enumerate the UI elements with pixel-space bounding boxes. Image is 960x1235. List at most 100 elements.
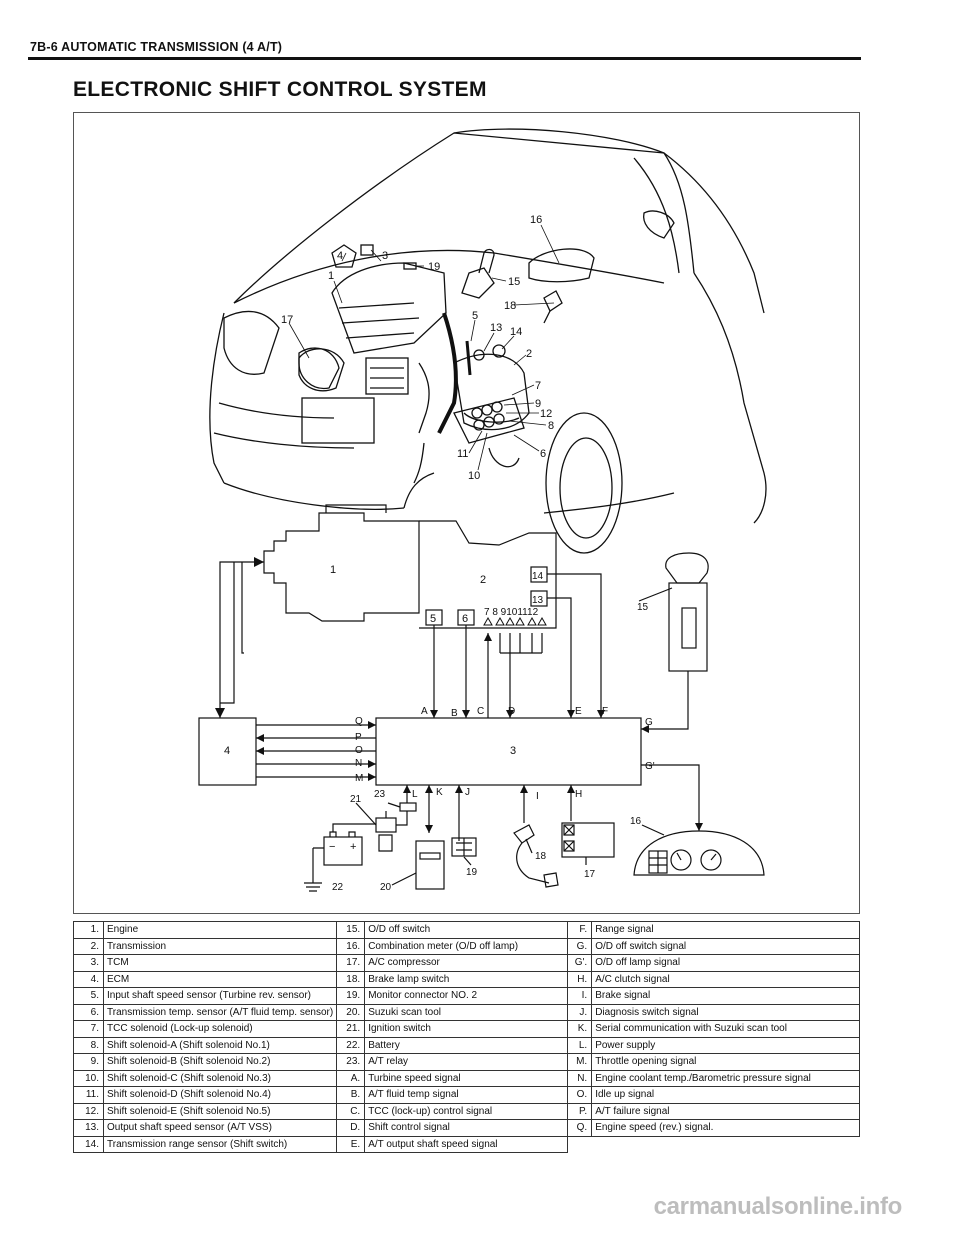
system-diagram: 16 4 3 19 1 15 18 17 5 13 14 2 7 9 12 8 …	[73, 112, 860, 914]
legend-description: A/C compressor	[364, 954, 569, 972]
block-diagram	[198, 504, 765, 892]
legend-key: 6.	[73, 1003, 104, 1021]
legend-key: 12.	[73, 1102, 104, 1120]
signal-K: K	[436, 787, 443, 798]
legend-description: Brake lamp switch	[364, 970, 569, 988]
block-18: 18	[535, 851, 547, 862]
legend-key: G.	[567, 937, 593, 955]
legend-key: L.	[567, 1036, 593, 1054]
legend-description: ECM	[102, 970, 338, 988]
legend-key: 20.	[336, 1003, 366, 1021]
legend-description: O/D off switch	[364, 921, 569, 939]
car-callouts: 16 4 3 19 1 15 18 17 5 13 14 2 7 9 12 8 …	[281, 214, 554, 482]
legend-key: 23.	[336, 1053, 366, 1071]
legend-key: 21.	[336, 1020, 366, 1038]
legend-key: 4.	[73, 970, 104, 988]
legend-key: 19.	[336, 987, 366, 1005]
legend-description: Suzuki scan tool	[364, 1003, 569, 1021]
signal-E: E	[575, 706, 582, 717]
callout-11: 11	[457, 448, 468, 460]
legend-description: TCM	[102, 954, 338, 972]
block-22: 22	[332, 882, 344, 893]
legend-description: TCC solenoid (Lock-up solenoid)	[102, 1020, 338, 1038]
callout-3: 3	[382, 250, 388, 262]
signal-Q: Q	[355, 716, 363, 727]
legend-row: 6.Transmission temp. sensor (A/T fluid t…	[73, 1003, 860, 1021]
legend-description: O/D off lamp signal	[591, 954, 860, 972]
block-23: 23	[374, 789, 386, 800]
legend-row: 11.Shift solenoid-D (Shift solenoid No.4…	[73, 1086, 860, 1104]
legend-description: Shift control signal	[364, 1119, 569, 1137]
legend-key: 17.	[336, 954, 366, 972]
callout-18: 18	[504, 300, 516, 312]
signal-A: A	[421, 706, 428, 717]
legend-key: A.	[336, 1069, 366, 1087]
legend-description: Input shaft speed sensor (Turbine rev. s…	[102, 987, 338, 1005]
block-5: 5	[430, 613, 436, 625]
callout-13: 13	[490, 322, 502, 334]
legend-description: O/D off switch signal	[591, 937, 860, 955]
legend-description: Idle up signal	[591, 1086, 860, 1104]
legend-description: Ignition switch	[364, 1020, 569, 1038]
callout-7: 7	[535, 380, 541, 392]
signal-B: B	[451, 708, 458, 719]
block-19: 19	[466, 867, 478, 878]
legend-key: 18.	[336, 970, 366, 988]
tcm-box	[375, 717, 642, 786]
legend-description: Engine coolant temp./Barometric pressure…	[591, 1069, 860, 1087]
legend-description: Shift solenoid-A (Shift solenoid No.1)	[102, 1036, 338, 1054]
signal-D: D	[508, 706, 515, 717]
legend-description: Battery	[364, 1036, 569, 1054]
block-20: 20	[380, 882, 392, 893]
legend-description: A/T relay	[364, 1053, 569, 1071]
callout-17: 17	[281, 314, 293, 326]
block-1: 1	[330, 564, 336, 576]
callout-15: 15	[508, 276, 520, 288]
legend-row: 8.Shift solenoid-A (Shift solenoid No.1)…	[73, 1036, 860, 1054]
legend-key: 22.	[336, 1036, 366, 1054]
legend-description: Combination meter (O/D off lamp)	[364, 937, 569, 955]
legend-key: J.	[567, 1003, 593, 1021]
block-4: 4	[224, 745, 230, 757]
car-leader-lines	[288, 224, 560, 471]
legend-description: A/T output shaft speed signal	[364, 1135, 569, 1153]
legend-description	[592, 1136, 860, 1153]
legend-description: TCC (lock-up) control signal	[364, 1102, 569, 1120]
legend-key: 7.	[73, 1020, 104, 1038]
legend-key: C.	[336, 1102, 366, 1120]
legend-key: P.	[567, 1102, 593, 1120]
callout-9: 9	[535, 398, 541, 410]
block-21: 21	[350, 794, 362, 805]
legend-description: Monitor connector NO. 2	[364, 987, 569, 1005]
legend-description: Diagnosis switch signal	[591, 1003, 860, 1021]
car-illustration	[209, 128, 767, 554]
legend-key: F.	[567, 921, 593, 939]
legend-description: Serial communication with Suzuki scan to…	[591, 1020, 860, 1038]
header-rule	[28, 57, 861, 60]
legend-key: 8.	[73, 1036, 104, 1054]
block-16: 16	[630, 816, 642, 827]
legend-key: O.	[567, 1086, 593, 1104]
legend-key	[568, 1136, 592, 1153]
legend-description: Brake signal	[591, 987, 860, 1005]
legend-description: A/C clutch signal	[591, 970, 860, 988]
signal-L: L	[412, 789, 418, 800]
legend-key: 11.	[73, 1086, 104, 1104]
signal-Gp: G'	[645, 761, 655, 772]
legend-description: Shift solenoid-C (Shift solenoid No.3)	[102, 1069, 338, 1087]
legend-description: A/T fluid temp signal	[364, 1086, 569, 1104]
battery-plus: +	[350, 841, 356, 853]
block-labels: 1 2 3 4 5 6 14 13 7 8 9101112 15 16 17 1…	[224, 564, 649, 893]
legend-description: Engine	[102, 921, 338, 939]
legend-description: Shift solenoid-D (Shift solenoid No.4)	[102, 1086, 338, 1104]
legend-key: 13.	[73, 1119, 104, 1137]
block-15: 15	[637, 602, 649, 613]
signal-C: C	[477, 706, 484, 717]
running-head: 7B-6 AUTOMATIC TRANSMISSION (4 A/T)	[30, 40, 283, 54]
callout-10: 10	[468, 470, 480, 482]
signal-N: N	[355, 758, 362, 769]
legend-key: 5.	[73, 987, 104, 1005]
